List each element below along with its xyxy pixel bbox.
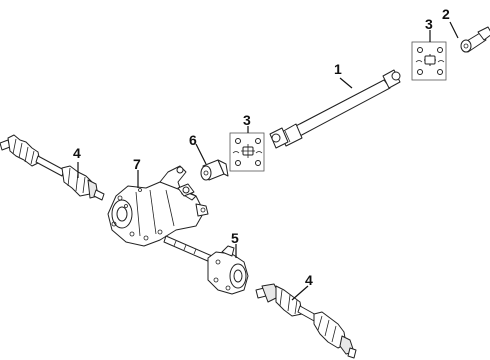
u-joint-kit-lower[interactable] [229, 132, 265, 172]
callout-4-right: 4 [305, 272, 313, 288]
callout-2: 2 [442, 6, 450, 22]
differential-carrier[interactable] [107, 165, 209, 247]
halfshaft-left[interactable] [0, 134, 105, 201]
halfshaft-right[interactable] [255, 283, 357, 359]
drive-shaft[interactable] [269, 69, 401, 149]
callout-7: 7 [133, 156, 141, 172]
callout-3-upper: 3 [425, 16, 433, 32]
flange-yoke[interactable] [460, 26, 490, 53]
callout-6: 6 [189, 132, 197, 148]
intermediate-shaft[interactable] [163, 235, 249, 295]
callout-5: 5 [231, 230, 239, 246]
leader-lines [77, 21, 459, 301]
callout-1: 1 [334, 61, 342, 77]
callout-4-left: 4 [73, 145, 81, 161]
callout-3-lower: 3 [243, 112, 251, 128]
coupling-yoke[interactable] [200, 159, 229, 181]
u-joint-kit-upper[interactable] [411, 41, 447, 81]
